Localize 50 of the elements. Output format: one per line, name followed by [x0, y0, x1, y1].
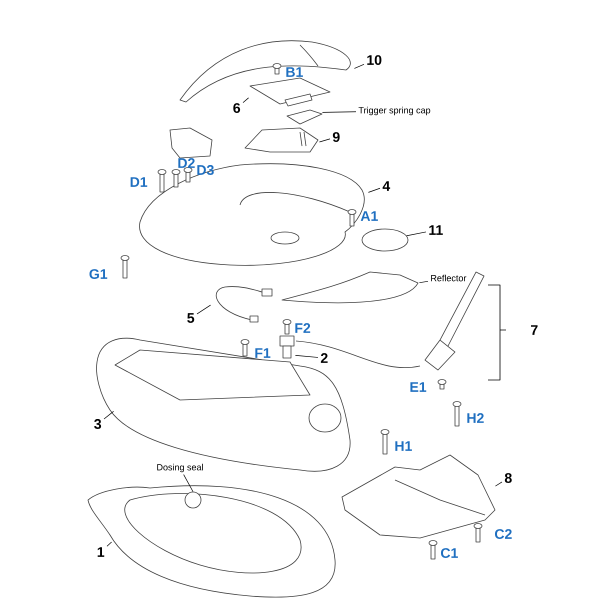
connector-drawing: [280, 336, 294, 358]
plate-drawing: [250, 78, 330, 106]
leader-line: [495, 482, 502, 486]
callout-number: 6: [233, 103, 240, 113]
callout-number: 1: [98, 547, 104, 557]
leader-line: [319, 138, 330, 142]
soleplate-drawing: [88, 485, 336, 598]
part-code: B1: [286, 67, 303, 77]
callout-number: 11: [429, 225, 443, 235]
trigger-drawing: [244, 128, 318, 152]
part-code: D1: [130, 177, 148, 187]
leader-line: [295, 355, 318, 358]
part-code: D2: [178, 158, 195, 168]
part-code: C2: [494, 529, 512, 539]
reflector-drawing: [282, 272, 418, 304]
part-label: Trigger spring cap: [358, 106, 430, 116]
part-code: D3: [197, 165, 214, 175]
leader-line: [104, 410, 114, 420]
leader-line: [354, 64, 364, 69]
seal-drawing: [184, 492, 202, 508]
callout-number: 5: [187, 313, 194, 323]
leader-line: [322, 111, 356, 113]
callout-number: 10: [367, 55, 382, 65]
callout-number: 9: [332, 132, 340, 142]
part-code: G1: [90, 269, 108, 279]
callout-number: 8: [504, 473, 512, 483]
leader-line: [106, 542, 112, 547]
leader-line: [419, 280, 428, 284]
housing-drawing: [96, 338, 350, 472]
callout-number: 4: [382, 181, 390, 191]
leader-line: [242, 97, 249, 103]
callout-number: 3: [94, 419, 102, 429]
leader-line: [368, 188, 380, 193]
part-label: Dosing seal: [157, 464, 203, 472]
leader-line: [406, 232, 426, 236]
part-code: F1: [255, 348, 270, 358]
leader-line: [196, 304, 211, 314]
part-code: A1: [360, 211, 378, 221]
part-label: Reflector: [431, 274, 466, 282]
disc-drawing: [362, 228, 408, 252]
callout-number: 7: [531, 325, 538, 335]
part-code: H2: [467, 413, 484, 423]
cap-drawing: [286, 110, 322, 124]
callout-number: 2: [320, 353, 328, 363]
cable-drawing: [216, 286, 272, 322]
leader-line: [183, 474, 194, 492]
part-code: F2: [295, 323, 310, 333]
part-code: E1: [410, 382, 426, 392]
rear-cover-drawing: [342, 454, 496, 538]
handle-cover-drawing: [180, 40, 351, 102]
